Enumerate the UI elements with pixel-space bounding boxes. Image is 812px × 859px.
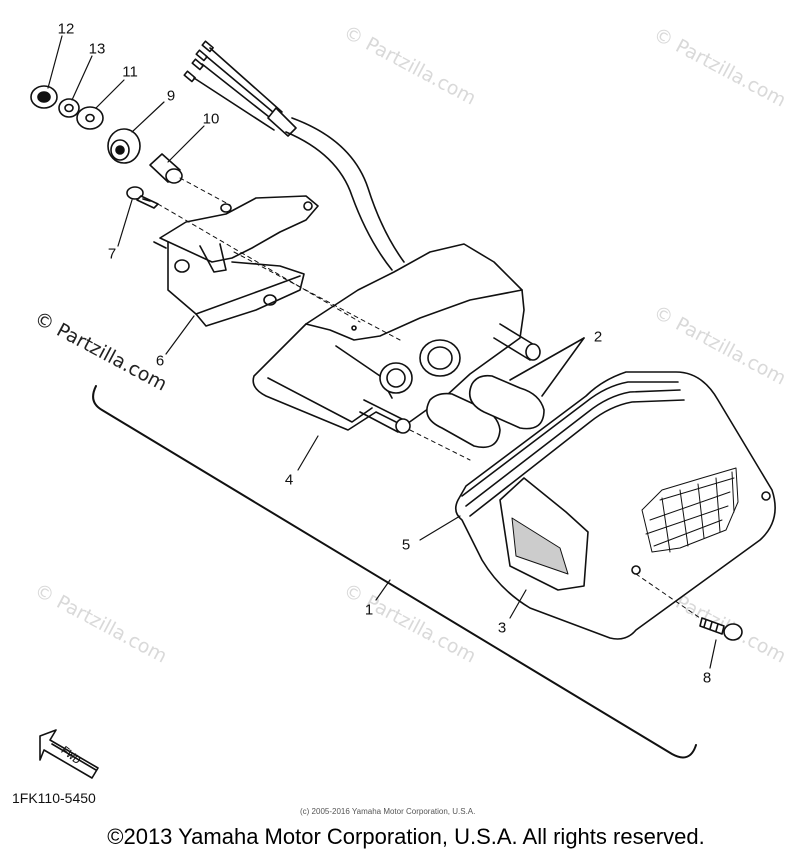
- wire-harness: [183, 40, 405, 271]
- callout-9: 9: [166, 87, 176, 105]
- part-4-housing: [252, 243, 541, 434]
- fwd-arrow-icon: [39, 729, 99, 779]
- small-copyright: (c) 2005-2016 Yamaha Motor Corporation, …: [300, 807, 476, 816]
- part-3-lens: [454, 371, 776, 640]
- part-7-screw: [126, 186, 159, 209]
- part-code: 1FK110-5450: [12, 790, 96, 806]
- leader-lines: [47, 35, 717, 669]
- part-12-nut: [30, 85, 58, 109]
- callout-11: 11: [122, 63, 138, 81]
- part-6-bracket: [153, 195, 319, 327]
- part-9-grommet: [107, 128, 141, 164]
- part-10-collar: [149, 153, 183, 184]
- callout-6: 6: [155, 352, 165, 370]
- alignment-lines: [157, 177, 701, 619]
- callout-13: 13: [88, 40, 106, 58]
- callout-1: 1: [364, 601, 374, 619]
- part-11-washer: [76, 106, 104, 130]
- callout-10: 10: [202, 110, 220, 128]
- callout-2: 2: [593, 328, 603, 346]
- footer-copyright: ©2013 Yamaha Motor Corporation, U.S.A. A…: [107, 824, 705, 849]
- callout-3: 3: [497, 619, 507, 637]
- callout-7: 7: [107, 245, 117, 263]
- callout-5: 5: [401, 536, 411, 554]
- part-2-bulbs: [426, 337, 585, 449]
- callout-8: 8: [702, 669, 712, 687]
- part-13-washer: [58, 98, 80, 118]
- assembly-bracket: [92, 385, 697, 759]
- part-8-screw: [699, 617, 743, 641]
- callout-4: 4: [284, 471, 294, 489]
- lens-honeycomb: [641, 467, 739, 553]
- callout-12: 12: [57, 20, 75, 38]
